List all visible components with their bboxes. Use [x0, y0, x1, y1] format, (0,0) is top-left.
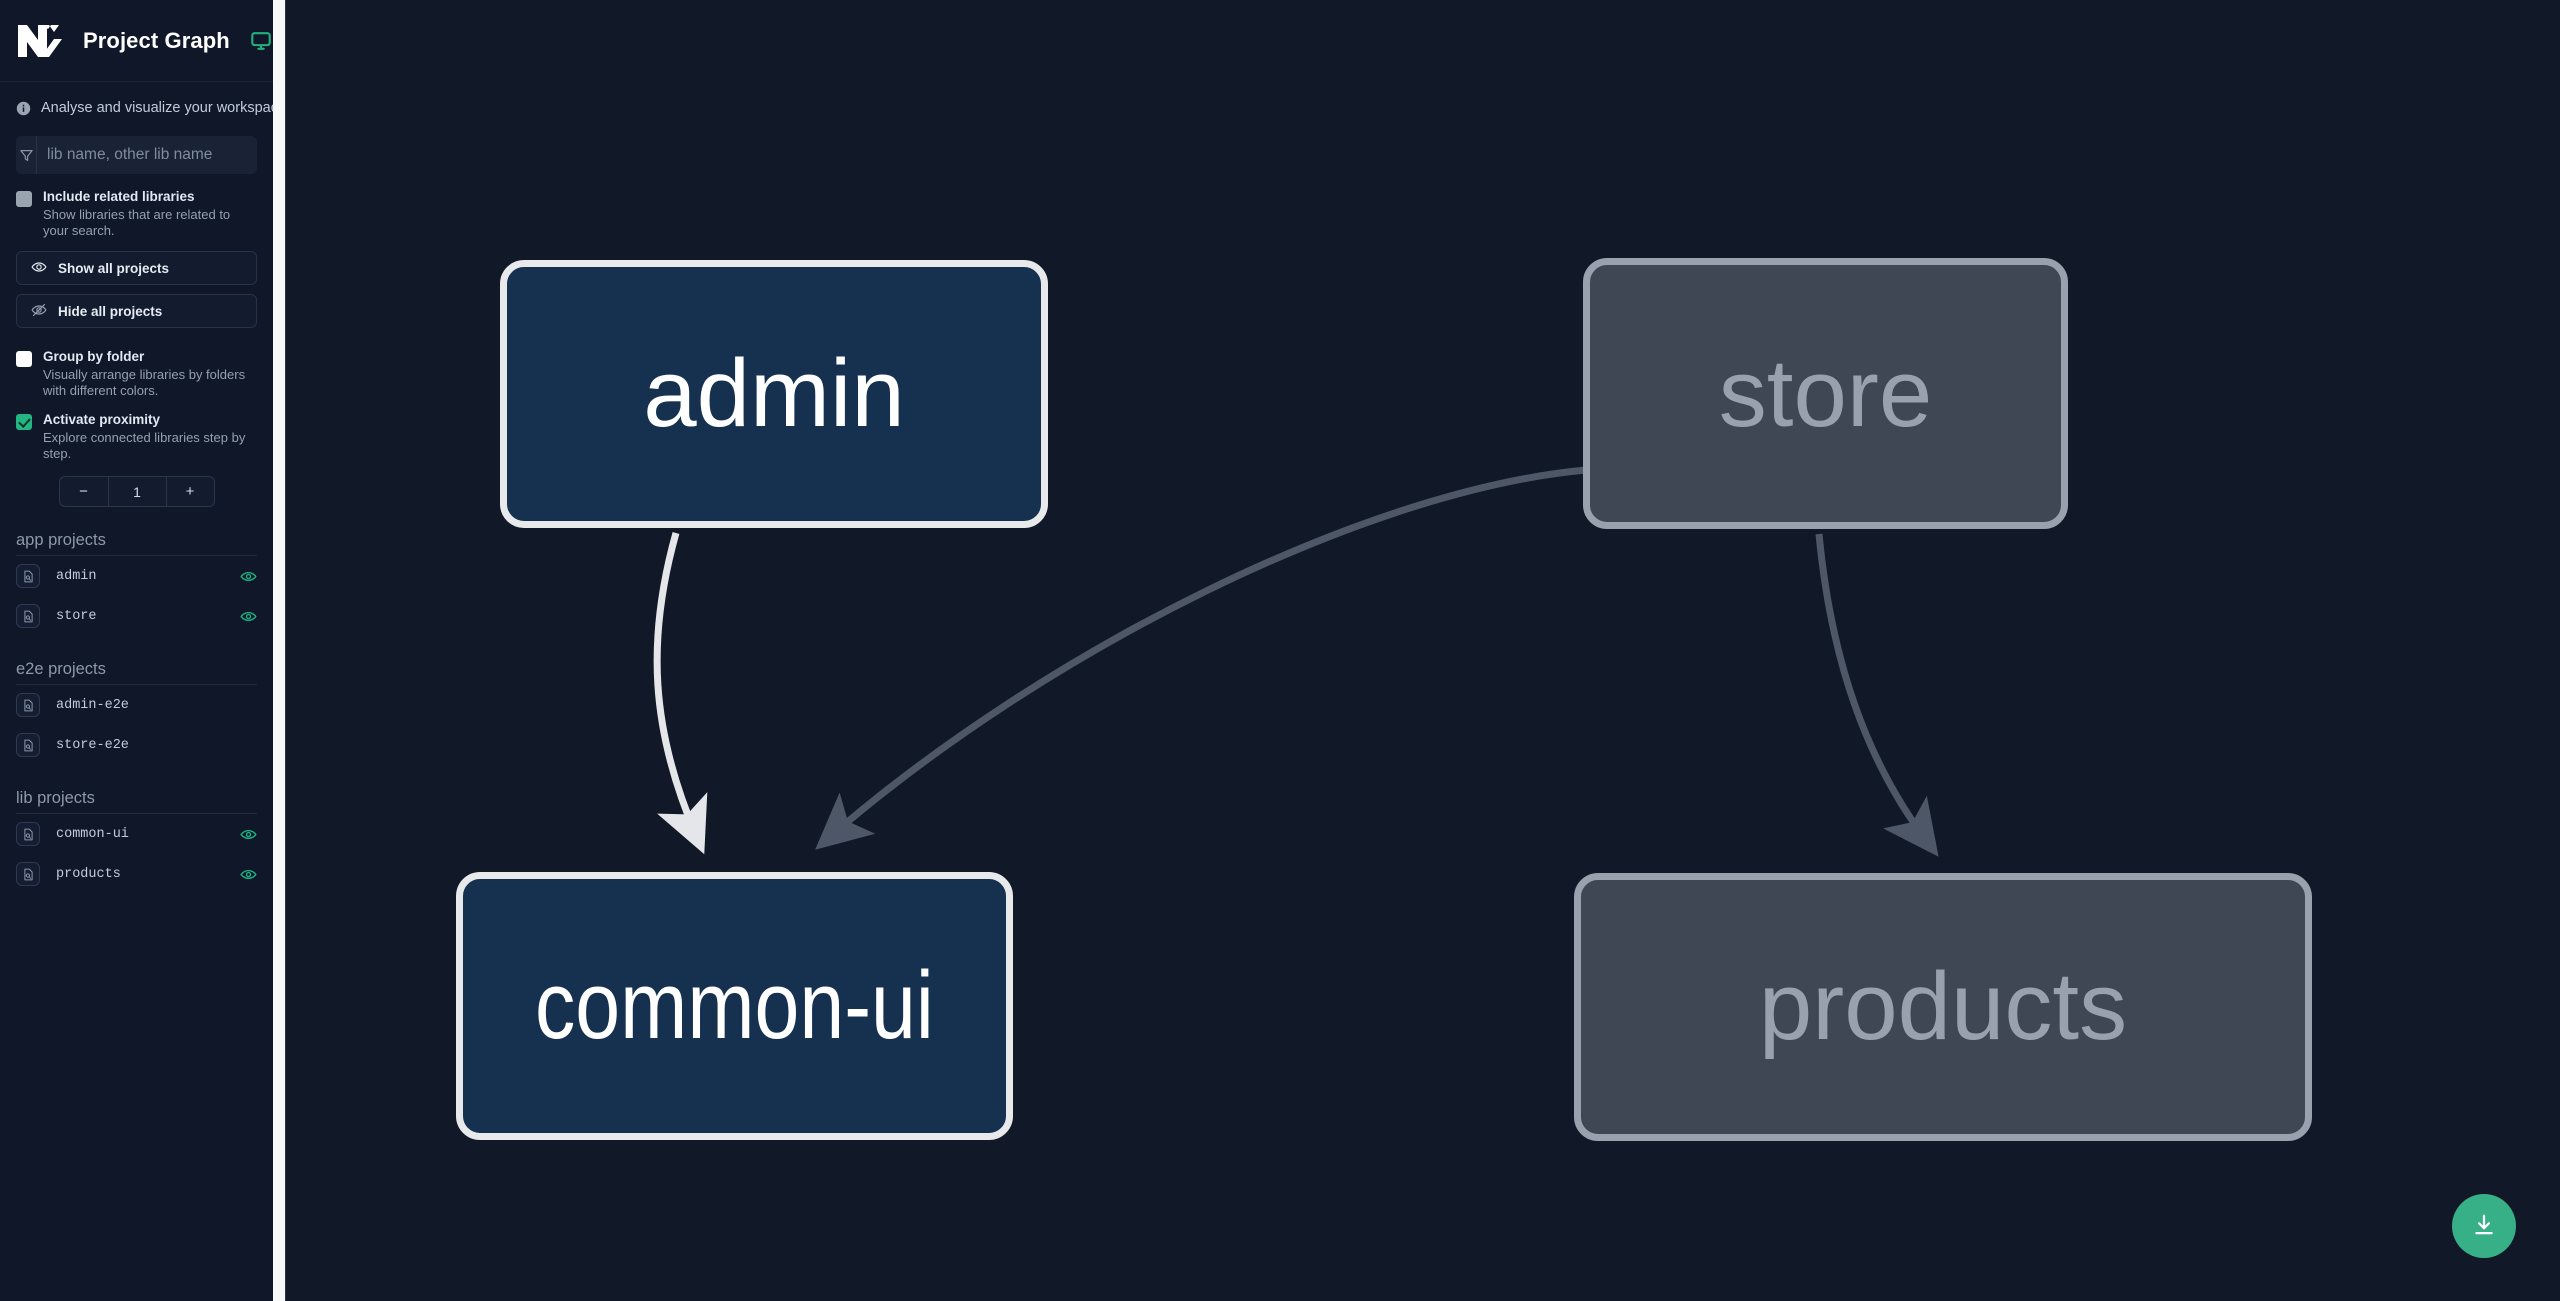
- show-all-projects-label: Show all projects: [58, 260, 170, 276]
- project-row-admin[interactable]: admin: [16, 556, 257, 596]
- sidebar: Project Graph Analyse and visualize your…: [0, 0, 273, 1301]
- eye-icon[interactable]: [240, 568, 257, 585]
- sidebar-header: Project Graph: [0, 0, 273, 82]
- group-heading: e2e projects: [16, 636, 257, 685]
- project-name: admin: [56, 568, 97, 584]
- graph-node-store[interactable]: store: [1583, 258, 2068, 529]
- proximity-increment-button[interactable]: +: [165, 477, 214, 506]
- filter-funnel-icon: [16, 136, 37, 174]
- option-title: Group by folder: [43, 349, 145, 364]
- search-box[interactable]: [16, 136, 257, 174]
- project-file-icon: [16, 604, 40, 628]
- graph-node-label: products: [1758, 953, 2128, 1060]
- search-input[interactable]: [37, 136, 257, 174]
- hide-all-projects-label: Hide all projects: [58, 303, 163, 319]
- project-row-products[interactable]: products: [16, 854, 257, 894]
- option-description: Show libraries that are related to your …: [43, 207, 231, 238]
- activate-proximity-checkbox[interactable]: [16, 414, 32, 430]
- group-heading: app projects: [16, 507, 257, 556]
- project-row-store[interactable]: store: [16, 596, 257, 636]
- project-name: admin-e2e: [56, 697, 129, 713]
- option-activate-proximity[interactable]: Activate proximity Explore connected lib…: [0, 399, 273, 462]
- project-name: store-e2e: [56, 737, 129, 753]
- hide-all-projects-button[interactable]: Hide all projects: [16, 294, 257, 328]
- show-all-projects-button[interactable]: Show all projects: [16, 251, 257, 285]
- graph-node-products[interactable]: products: [1574, 873, 2312, 1141]
- graph-node-label: common-ui: [535, 952, 934, 1059]
- option-title: Activate proximity: [43, 412, 161, 427]
- graph-node-common-ui[interactable]: common-ui: [456, 872, 1013, 1140]
- group-heading: lib projects: [16, 765, 257, 814]
- graph-node-label: admin: [643, 340, 905, 447]
- project-file-icon: [16, 862, 40, 886]
- page-title: Project Graph: [83, 27, 230, 53]
- option-description: Explore connected libraries step by step…: [43, 430, 246, 461]
- project-row-common-ui[interactable]: common-ui: [16, 814, 257, 854]
- info-icon: [16, 101, 31, 116]
- proximity-stepper: − 1 +: [58, 476, 215, 507]
- project-row-store-e2e[interactable]: store-e2e: [16, 725, 257, 765]
- eye-icon[interactable]: [240, 866, 257, 883]
- eye-icon[interactable]: [240, 608, 257, 625]
- group-by-folder-checkbox[interactable]: [16, 351, 32, 367]
- download-icon: [2471, 1212, 2497, 1241]
- eye-off-icon: [31, 302, 47, 321]
- option-include-related-libraries[interactable]: Include related libraries Show libraries…: [0, 174, 273, 239]
- sidebar-scrollbar[interactable]: [273, 0, 286, 1301]
- edge-store-to-products: [1815, 533, 1939, 857]
- monitor-icon[interactable]: [250, 30, 272, 52]
- sidebar-subtitle: Analyse and visualize your workspace.: [0, 82, 273, 124]
- project-group-e2e: e2e projects admin-e2e store-e2e: [0, 636, 273, 765]
- project-name: products: [56, 866, 121, 882]
- visibility-buttons: Show all projects Hide all projects: [0, 239, 273, 328]
- project-row-admin-e2e[interactable]: admin-e2e: [16, 685, 257, 725]
- project-file-icon: [16, 733, 40, 757]
- include-related-libraries-checkbox[interactable]: [16, 191, 32, 207]
- project-name: store: [56, 608, 97, 624]
- eye-icon: [31, 259, 47, 278]
- search-row: [0, 124, 273, 174]
- option-group-by-folder[interactable]: Group by folder Visually arrange librari…: [0, 328, 273, 399]
- graph-edges: [653, 466, 1939, 857]
- project-group-app: app projects admin: [0, 507, 273, 636]
- edge-admin-to-common-ui: [653, 532, 708, 855]
- graph-node-label: store: [1718, 339, 1933, 447]
- project-file-icon: [16, 564, 40, 588]
- project-group-lib: lib projects common-ui: [0, 765, 273, 894]
- option-description: Visually arrange libraries by folders wi…: [43, 367, 246, 398]
- graph-canvas[interactable]: admin store common-ui products: [286, 0, 2560, 1301]
- sidebar-subtitle-text: Analyse and visualize your workspace.: [41, 100, 273, 116]
- proximity-stepper-wrap: − 1 +: [0, 462, 273, 507]
- graph-node-admin[interactable]: admin: [500, 260, 1048, 528]
- edge-store-to-common-ui: [815, 466, 1587, 850]
- download-image-button[interactable]: [2452, 1194, 2516, 1258]
- nx-logo-icon: [16, 20, 63, 62]
- eye-icon[interactable]: [240, 826, 257, 843]
- proximity-decrement-button[interactable]: −: [79, 483, 88, 500]
- option-title: Include related libraries: [43, 189, 195, 204]
- project-file-icon: [16, 693, 40, 717]
- proximity-value: 1: [107, 477, 166, 506]
- project-name: common-ui: [56, 826, 129, 842]
- project-file-icon: [16, 822, 40, 846]
